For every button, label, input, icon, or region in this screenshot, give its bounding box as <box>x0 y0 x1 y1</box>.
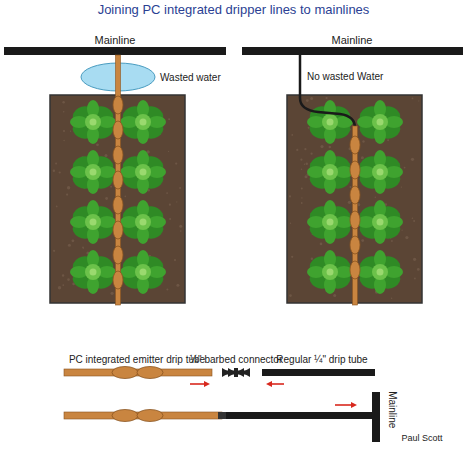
push-arrow <box>335 402 357 408</box>
mainline-label: Mainline <box>95 34 136 47</box>
part-label: Regular ¼" drip tube <box>276 354 367 366</box>
diagram-title: Joining PC integrated dripper lines to m… <box>98 3 370 18</box>
regular-drip-tube <box>226 412 372 419</box>
mainline-pipe <box>4 47 226 55</box>
soil-bed <box>50 95 185 303</box>
mainline-label: Mainline <box>332 34 373 47</box>
part-label: PC integrated emitter drip tube <box>69 354 205 366</box>
barbed-connector <box>222 368 250 377</box>
barbed-connector <box>218 412 226 419</box>
author-credit: Paul Scott <box>401 433 442 443</box>
regular-drip-tube <box>300 55 355 128</box>
part-label: ¼" barbed connector <box>190 354 283 366</box>
mainline-pipe <box>242 47 463 55</box>
regular-drip-tube <box>262 369 375 376</box>
mainline-label: Mainline <box>387 391 399 428</box>
mainline-pipe <box>372 392 380 442</box>
push-arrows <box>190 381 284 387</box>
no-waste-label: No wasted Water <box>307 71 383 83</box>
water-callout: Wasted water <box>81 63 222 91</box>
callout-text: Wasted water <box>159 72 222 83</box>
